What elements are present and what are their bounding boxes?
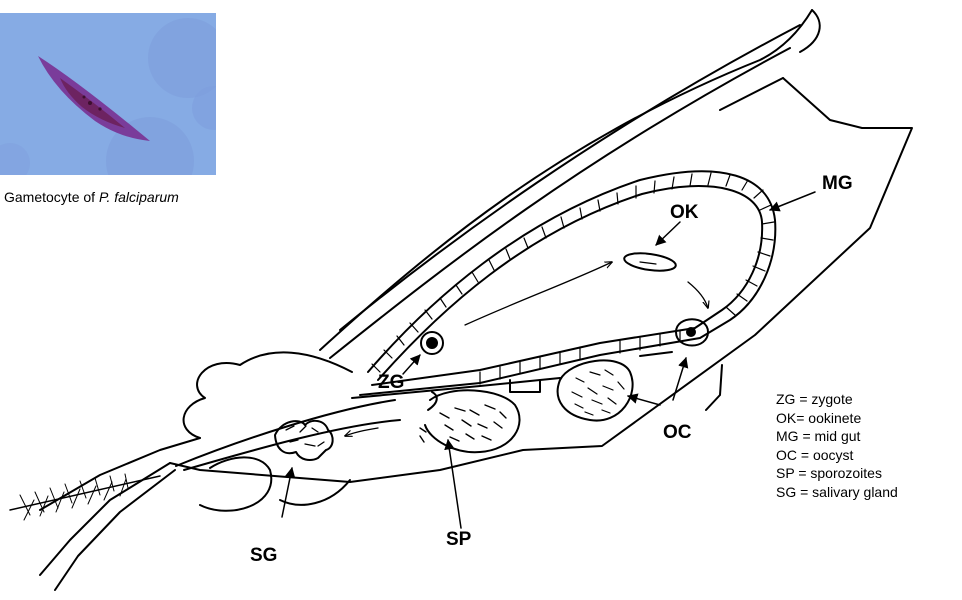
legend-item: SP = sporozoites xyxy=(776,464,898,483)
label-sg: SG xyxy=(250,545,277,567)
mid-gut xyxy=(360,171,775,395)
sporozoite-region xyxy=(420,390,520,452)
thorax-outline xyxy=(40,352,352,510)
zygote xyxy=(421,332,443,354)
label-arrows xyxy=(282,192,815,528)
label-sp: SP xyxy=(446,529,471,551)
legend-item: ZG = zygote xyxy=(776,390,898,409)
proboscis xyxy=(10,463,175,590)
legend-item: MG = mid gut xyxy=(776,427,898,446)
oocyst-mature xyxy=(558,360,633,420)
salivary-gland xyxy=(176,400,400,470)
oocyst-small xyxy=(676,319,708,345)
label-oc: OC xyxy=(663,422,692,444)
legend-item: OC = oocyst xyxy=(776,446,898,465)
legend-item: SG = salivary gland xyxy=(776,483,898,502)
ookinete xyxy=(623,250,677,273)
label-zg: ZG xyxy=(378,372,404,394)
label-mg: MG xyxy=(822,173,853,195)
legend: ZG = zygote OK= ookinete MG = mid gut OC… xyxy=(776,390,898,502)
flow-arrows xyxy=(345,262,708,436)
label-ok: OK xyxy=(670,202,699,224)
legend-item: OK= ookinete xyxy=(776,409,898,428)
wings xyxy=(320,10,820,358)
